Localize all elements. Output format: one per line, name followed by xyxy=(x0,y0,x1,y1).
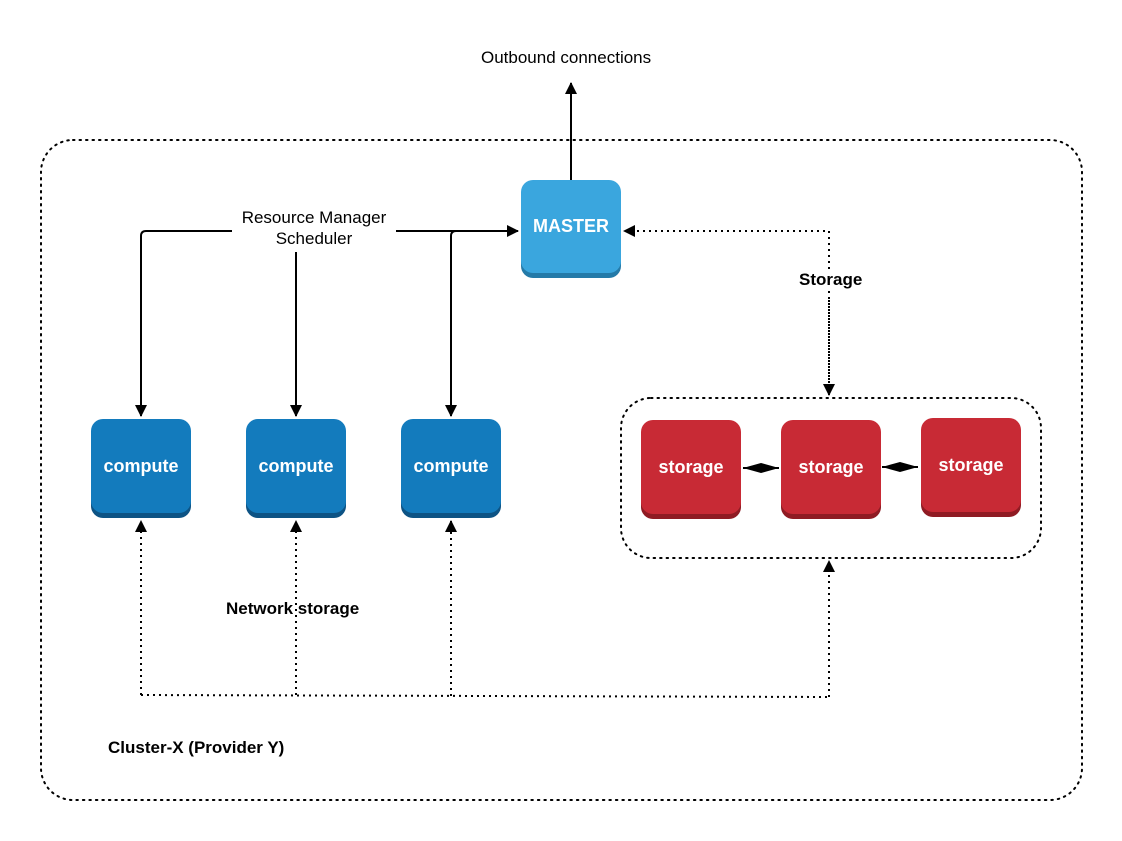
network-storage-label: Network storage xyxy=(226,599,360,618)
master-node[interactable]: MASTER xyxy=(521,180,621,273)
storage-link-1-2 xyxy=(743,463,779,473)
compute-node-1[interactable]: compute xyxy=(91,419,191,513)
network-storage-bus xyxy=(140,694,830,698)
storage-node-3[interactable]: storage xyxy=(921,418,1021,512)
resource-manager-label: Resource Manager Scheduler xyxy=(232,207,396,249)
outbound-label: Outbound connections xyxy=(481,48,652,67)
cluster-label: Cluster-X (Provider Y) xyxy=(108,738,285,757)
resource-manager-line1: Resource Manager xyxy=(241,208,387,227)
scheduler-link-compute-3 xyxy=(445,230,508,417)
storage-node-2[interactable]: storage xyxy=(781,420,881,514)
storage-group-boundary xyxy=(620,397,1042,559)
compute-node-2[interactable]: compute xyxy=(246,419,346,513)
cluster-boundary xyxy=(40,139,1083,801)
storage-node-1[interactable]: storage xyxy=(641,420,741,514)
resource-manager-line2: Scheduler xyxy=(275,229,353,248)
storage-link-2-3 xyxy=(882,462,918,472)
storage-link-master xyxy=(623,225,830,395)
compute-node-3[interactable]: compute xyxy=(401,419,501,513)
scheduler-link-compute-1 xyxy=(135,230,238,417)
storage-link-label: Storage xyxy=(797,270,865,290)
